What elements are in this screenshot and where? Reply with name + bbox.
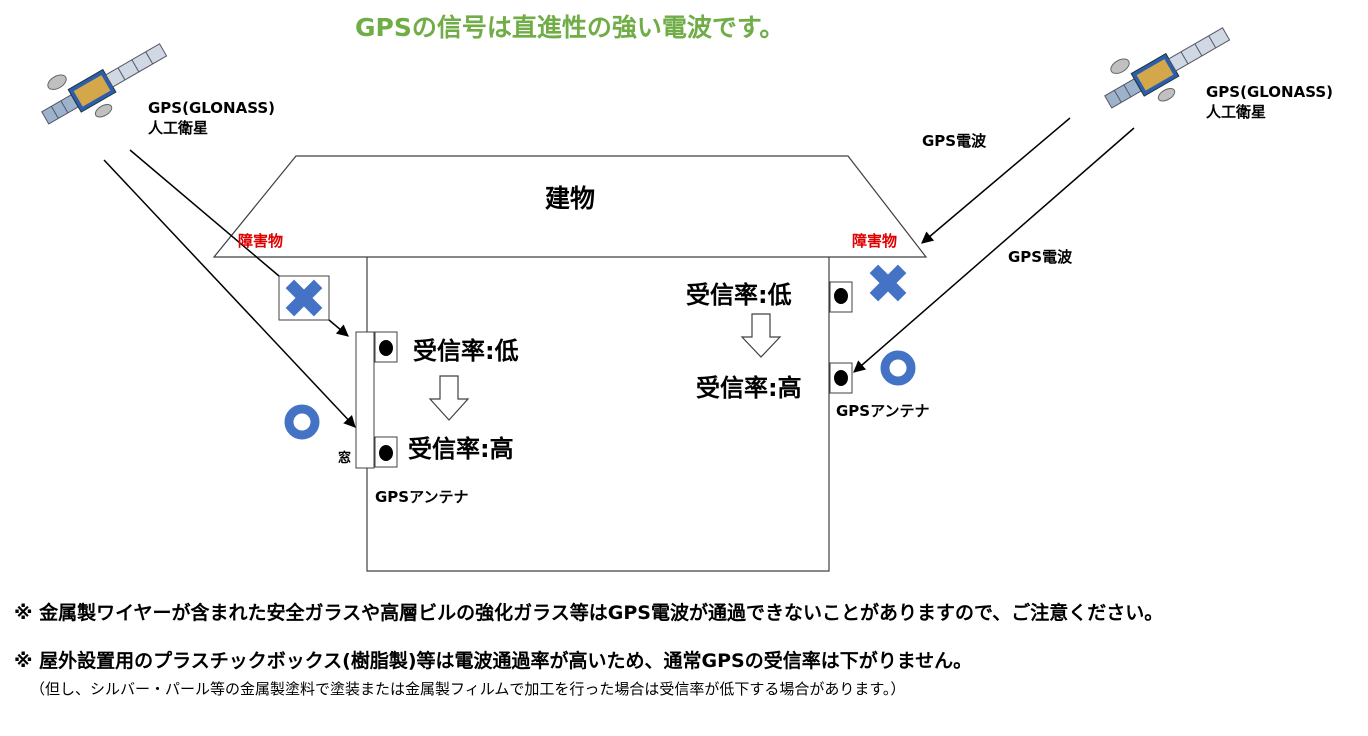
right-rate-before: 受信率:低: [686, 281, 792, 309]
left-antenna-label: GPSアンテナ: [375, 488, 469, 506]
page-title: GPSの信号は直進性の強い電波です。: [355, 13, 785, 42]
obstacle-label-right: 障害物: [852, 232, 898, 250]
building-roof: [212, 155, 928, 258]
building-label: 建物: [545, 184, 596, 213]
circle-mark-icon: [880, 350, 916, 386]
satellite-label-right-line2: 人工衛星: [1206, 103, 1267, 121]
wave-label-upper: GPS電波: [922, 132, 987, 150]
down-arrow-icon: [740, 313, 782, 358]
circle-mark-icon: [284, 404, 320, 440]
window: [355, 331, 375, 469]
obstacle-label-left: 障害物: [238, 232, 284, 250]
down-arrow-icon: [428, 375, 470, 421]
cross-mark-icon: [869, 264, 907, 302]
right-antenna-label: GPSアンテナ: [836, 402, 930, 420]
wave-arrow: [921, 117, 1071, 244]
left-rate-before: 受信率:低: [413, 337, 519, 365]
satellite-label-left-line2: 人工衛星: [148, 119, 209, 137]
wave-arrow: [853, 127, 1135, 373]
window-label: 窓: [338, 451, 352, 466]
wave-arrow: [328, 319, 349, 337]
satellite-icon: [41, 43, 168, 125]
satellite-label-left-line1: GPS(GLONASS): [148, 99, 276, 117]
right-rate-after: 受信率:高: [696, 374, 802, 402]
note-2: ※ 屋外設置用のプラスチックボックス(樹脂製)等は電波通過率が高いため、通常GP…: [14, 650, 973, 672]
wave-arrow: [103, 159, 356, 428]
note-3: （但し、シルバー・パール等の金属製塗料で塗装または金属製フィルムで加工を行った場…: [30, 680, 906, 698]
note-1: ※ 金属製ワイヤーが含まれた安全ガラスや高層ビルの強化ガラス等はGPS電波が通過…: [14, 602, 1164, 624]
wave-arrow: [129, 149, 280, 277]
satellite-icon: [1104, 27, 1231, 109]
left-rate-after: 受信率:高: [408, 435, 514, 463]
satellite-label-right-line1: GPS(GLONASS): [1206, 83, 1334, 101]
wave-label-lower: GPS電波: [1008, 248, 1073, 266]
cross-mark-icon: [285, 279, 323, 317]
